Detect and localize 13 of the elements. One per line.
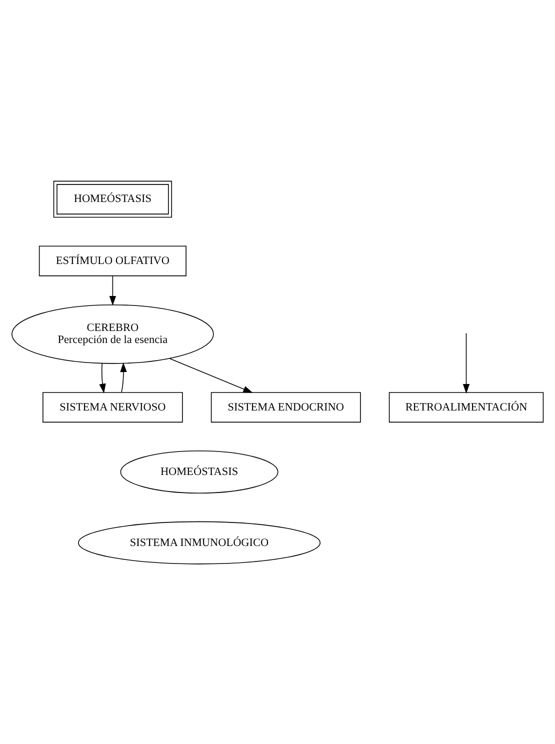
node-box: HOMEÓSTASIS	[53, 180, 172, 218]
node-box: ESTÍMULO OLFATIVO	[38, 245, 186, 276]
arrow	[109, 275, 116, 306]
arrow	[120, 362, 127, 392]
node-ellipse: CEREBRO Percepción de la esencia	[11, 304, 214, 364]
arrow	[169, 358, 253, 392]
arrow	[99, 362, 106, 393]
node-box: SISTEMA NERVIOSO	[42, 392, 183, 422]
node-box: RETROALIMENTACIÓN	[388, 392, 544, 422]
arrow	[462, 334, 470, 394]
node-ellipse: SISTEMA INMUNOLÓGICO	[78, 520, 321, 564]
node-box: SISTEMA ENDOCRINO	[210, 392, 361, 422]
node-ellipse: HOMEÓSTASIS	[120, 450, 278, 493]
